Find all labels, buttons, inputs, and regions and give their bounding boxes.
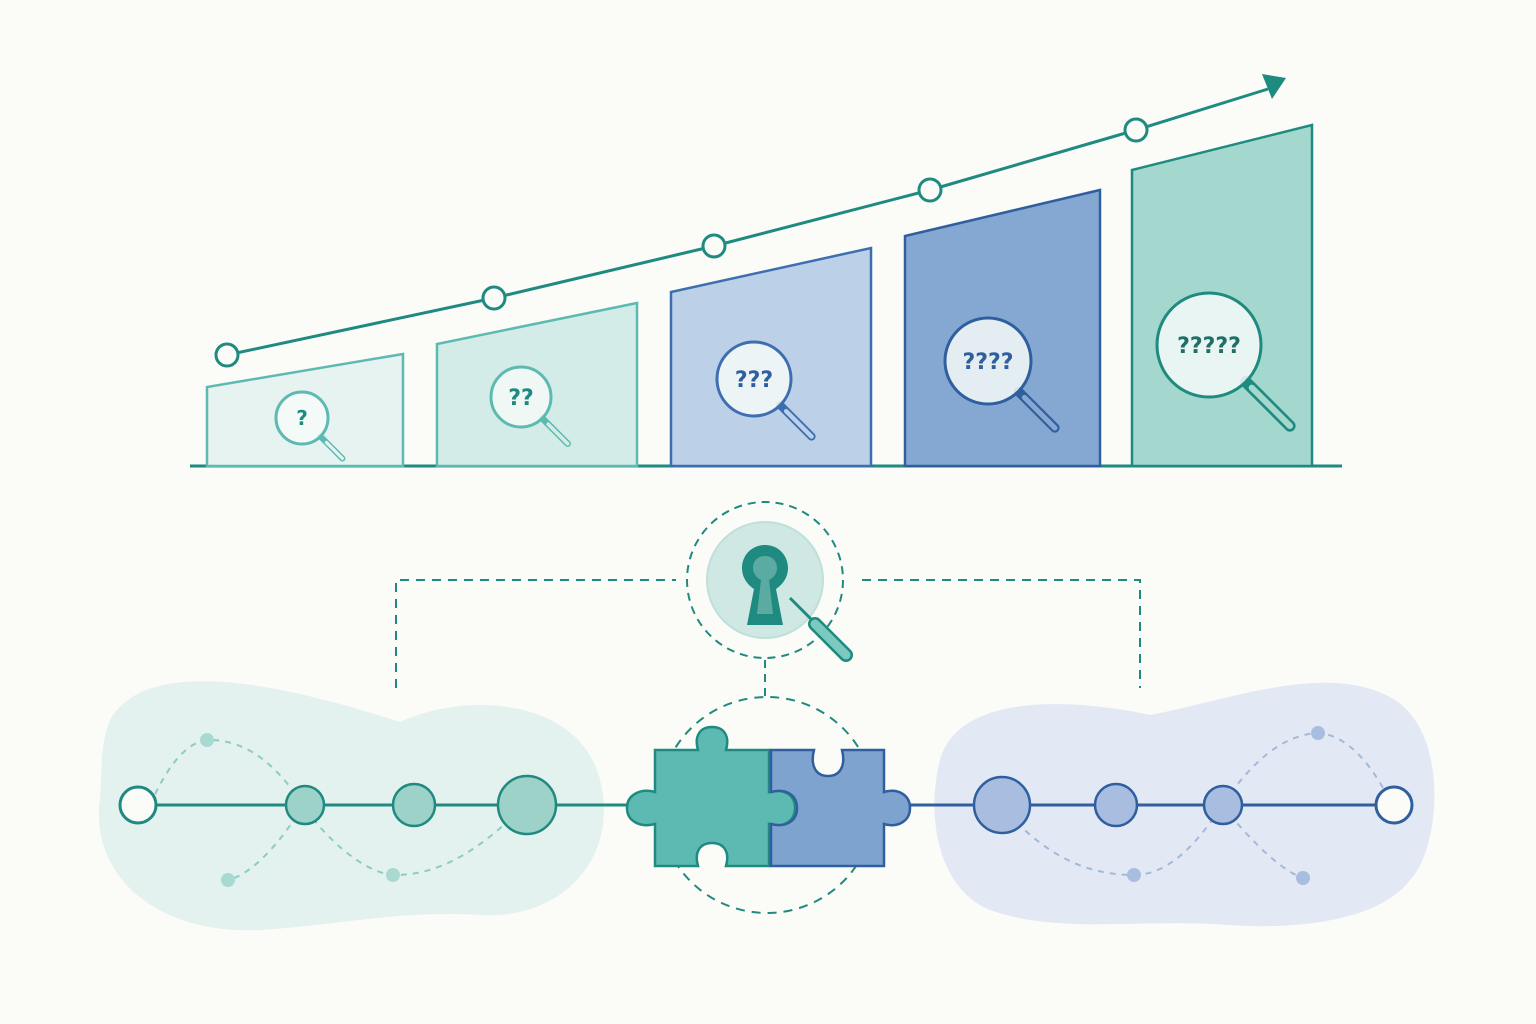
- puzzle-piece-teal: [625, 725, 797, 868]
- magnifier-handle-fill: [324, 440, 345, 461]
- keyhole-magnifier-icon: [686, 501, 853, 662]
- left-node: [391, 782, 437, 828]
- bar-group: ???: [669, 246, 873, 468]
- left-satellite-node: [386, 868, 400, 882]
- trend-line: [214, 74, 1286, 368]
- right-end-node: [1374, 785, 1414, 825]
- right-node: [972, 775, 1032, 835]
- right-node: [1202, 784, 1244, 826]
- growth-chart: ???????????????: [190, 74, 1342, 468]
- trend-arrowhead-icon: [1262, 74, 1286, 99]
- trend-point: [917, 177, 943, 203]
- trend-point: [214, 342, 240, 368]
- bar-group: ?????: [1130, 123, 1314, 468]
- magnifier-icon: [274, 390, 330, 446]
- dashed-bracket-left: [395, 579, 676, 688]
- right-satellite-node: [1311, 726, 1325, 740]
- magnifier-handle-fill: [783, 408, 814, 439]
- puzzle-pieces-icon: [625, 725, 912, 868]
- left-satellite-node: [200, 733, 214, 747]
- bar-question-label: ?????: [1177, 334, 1241, 359]
- right-satellite-node: [1127, 868, 1141, 882]
- right-satellite-node: [1296, 871, 1310, 885]
- connection-diagram: [98, 501, 1435, 931]
- magnifier-handle-fill: [1021, 394, 1058, 431]
- bar-group: ??: [435, 301, 639, 468]
- magnifier-icon: [715, 340, 793, 418]
- trend-point: [481, 285, 507, 311]
- magnifier-icon: [943, 316, 1033, 406]
- magnifier-handle-fill: [1248, 384, 1294, 430]
- magnifier-handle-fill: [546, 422, 570, 446]
- keyhole-icon: [742, 545, 788, 625]
- bar-question-label: ????: [962, 350, 1013, 375]
- left-node: [284, 784, 326, 826]
- left-start-node: [118, 785, 158, 825]
- bar-question-label: ?: [296, 406, 308, 430]
- left-node: [496, 774, 558, 836]
- bars-layer: ???????????????: [205, 123, 1314, 468]
- keyhole-magnifier-grip-fill: [810, 619, 851, 660]
- dashed-bracket-right: [862, 579, 1141, 688]
- trend-point: [1123, 117, 1149, 143]
- bar-group: ????: [903, 188, 1102, 468]
- bar-question-label: ???: [735, 368, 773, 393]
- puzzle-piece-blue: [769, 748, 912, 868]
- magnifier-icon: [1155, 291, 1263, 399]
- bar-question-label: ??: [508, 386, 534, 411]
- trend-curve: [226, 87, 1269, 357]
- left-satellite-node: [221, 873, 235, 887]
- keyhole-dashed-ring: [686, 501, 844, 659]
- bar-group: ?: [205, 352, 405, 468]
- magnifier-icon: [489, 365, 553, 429]
- keyhole-inner: [753, 556, 777, 614]
- trend-point: [701, 233, 727, 259]
- right-node: [1093, 782, 1139, 828]
